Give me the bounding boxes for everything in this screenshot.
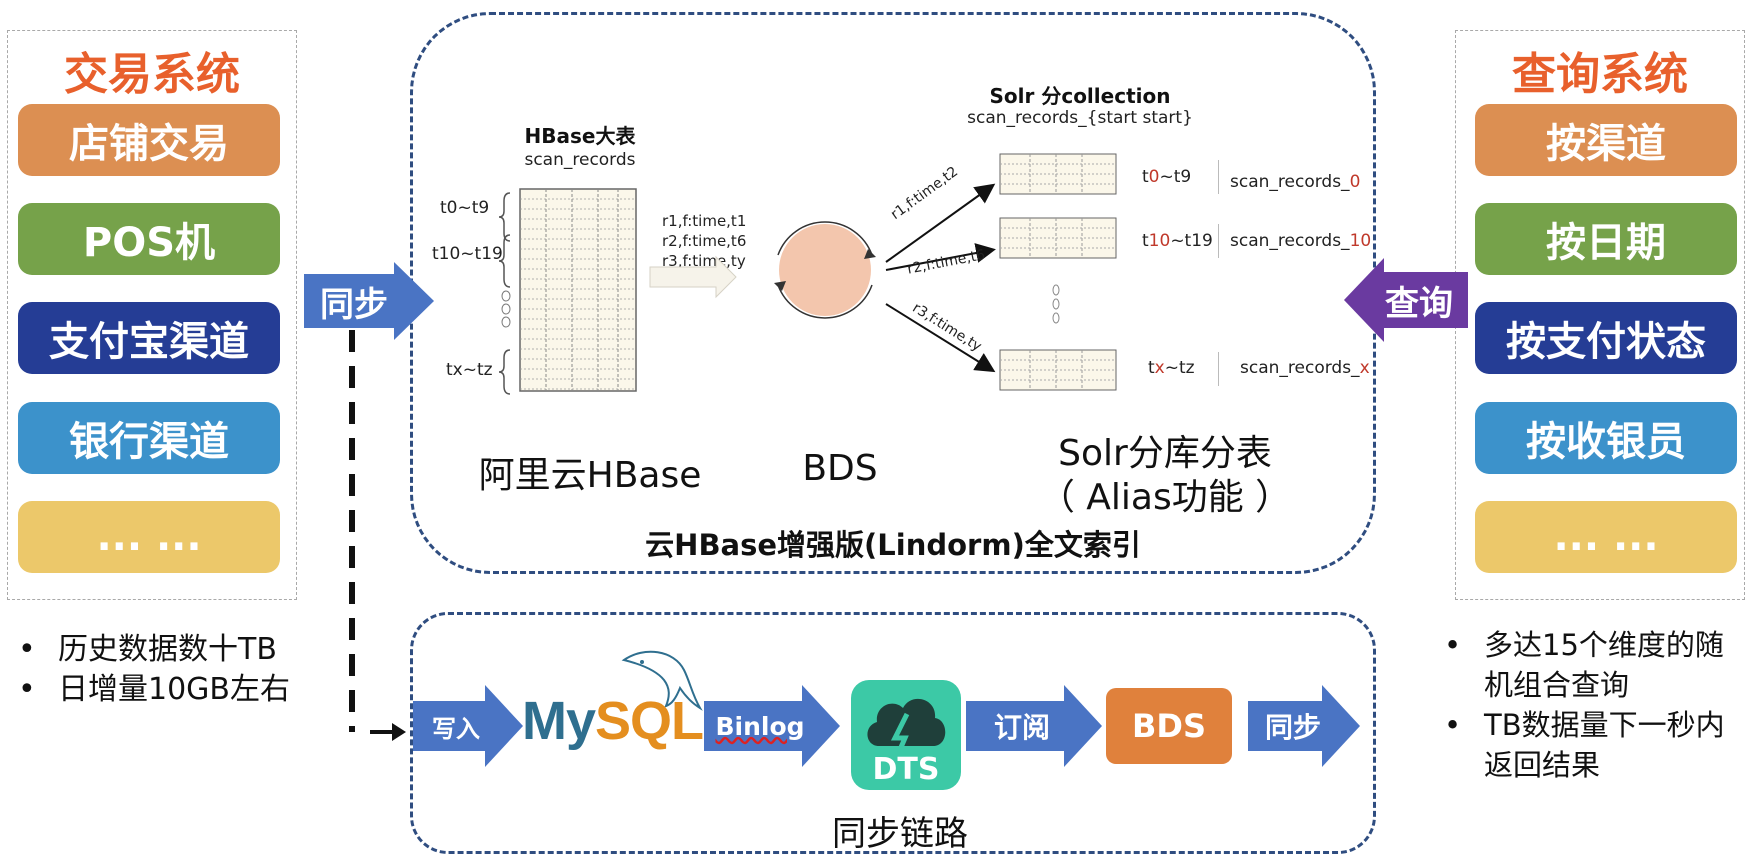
sync-pipeline-region	[410, 612, 1376, 854]
solr-collection-2: scan_records_x	[1240, 358, 1370, 378]
hbase-brace-2	[498, 349, 511, 395]
solr-collections-graphic	[999, 153, 1117, 391]
trade-system-panel	[7, 30, 297, 600]
solr-divider-2	[1218, 352, 1219, 386]
query-item-cashier: 按收银员	[1475, 402, 1737, 474]
sync-arrow-left-label: 同步	[320, 284, 388, 325]
query-note-latency: TB数据量下一秒内返回结果	[1440, 705, 1745, 785]
bds-cycle-bottom	[777, 284, 873, 319]
hbase-to-bds-arrow	[649, 255, 737, 299]
query-arrow: 查询	[1344, 258, 1468, 342]
hbase-record-1: r2,f:time,t6	[662, 232, 747, 250]
dts-label: DTS	[872, 752, 940, 787]
route-arrow-0	[885, 183, 996, 263]
sync-down-connector	[349, 330, 406, 741]
hbase-range-0: t0~t9	[440, 198, 490, 218]
trade-system-title: 交易系统	[64, 49, 240, 100]
pipeline-bds-node: BDS	[1106, 688, 1232, 764]
hbase-range-2: tx~tz	[446, 360, 493, 380]
sync-arrow-bottom-label: 同步	[1264, 711, 1321, 744]
solr-divider-1	[1218, 224, 1219, 258]
hbase-gap-dot-0	[501, 290, 511, 302]
solr-label-line2: （ Alias功能 ）	[1038, 477, 1292, 518]
hbase-brace-0	[498, 192, 511, 242]
solr-gap-dot-1	[1052, 298, 1060, 310]
query-item-status: 按支付状态	[1475, 302, 1737, 374]
trade-note-history: 历史数据数十TB	[14, 630, 314, 670]
write-arrow-label: 写入	[432, 714, 480, 743]
trade-item-pos: POS机	[18, 203, 280, 275]
hbase-label: 阿里云HBase	[478, 455, 702, 496]
solr-range-1: t10~t19	[1142, 231, 1213, 251]
query-item-date: 按日期	[1475, 203, 1737, 275]
mysql-wordmark: MySQL	[522, 691, 704, 751]
solr-gap-dot-2	[1052, 312, 1060, 324]
hbase-gap-dot-1	[501, 303, 511, 315]
query-item-more: ... ...	[1475, 501, 1737, 573]
query-system-title: 查询系统	[1512, 49, 1688, 100]
write-arrow: 写入	[413, 685, 523, 767]
trade-item-alipay: 支付宝渠道	[18, 302, 280, 374]
query-item-channel: 按渠道	[1475, 104, 1737, 176]
solr-range-0: t0~t9	[1142, 167, 1192, 187]
hbase-subtitle: scan_records	[524, 150, 636, 170]
route-arrow-1	[885, 243, 996, 271]
bds-cycle-head-2	[774, 281, 786, 291]
dts-node: DTS	[851, 680, 961, 790]
bds-label: BDS	[802, 448, 878, 489]
bds-node	[779, 224, 871, 316]
query-note-dimensions: 多达15个维度的随机组合查询	[1440, 625, 1745, 705]
bds-circle-graphic	[774, 221, 876, 319]
hbase-table	[519, 188, 637, 392]
hbase-table-graphic	[498, 188, 737, 395]
solr-divider-0	[1218, 160, 1219, 194]
binlog-arrow: Binlog	[704, 685, 840, 767]
solr-label-line1: Solr分库分表	[1058, 433, 1272, 474]
hbase-record-0: r1,f:time,t1	[662, 212, 747, 230]
lindorm-region-label: 云HBase增强版(Lindorm)全文索引	[645, 528, 1141, 562]
solr-gap-dot-0	[1052, 284, 1060, 296]
pipeline-label: 同步链路	[832, 814, 968, 854]
hbase-gap-dot-2	[501, 316, 511, 328]
bds-cycle-head-1	[864, 249, 876, 259]
solr-subtitle: scan_records_{start start}	[967, 108, 1193, 128]
query-arrow-label: 查询	[1385, 283, 1453, 324]
bds-cycle-top	[777, 221, 873, 256]
bds-routing-arrows	[885, 183, 996, 373]
trade-item-bank: 银行渠道	[18, 402, 280, 474]
mysql-logo: MySQL	[522, 650, 704, 760]
solr-title: Solr 分collection	[989, 84, 1171, 108]
solr-range-2: tx~tz	[1148, 358, 1195, 378]
query-notes: 多达15个维度的随机组合查询 TB数据量下一秒内返回结果	[1440, 625, 1745, 785]
route-arrow-2	[885, 303, 996, 373]
hbase-range-1: t10~t19	[432, 244, 503, 264]
trade-item-more: ... ...	[18, 501, 280, 573]
sync-arrow-bottom: 同步	[1248, 685, 1360, 767]
subscribe-arrow-label: 订阅	[993, 711, 1050, 744]
sync-arrow-left: 同步	[304, 262, 434, 340]
sync-down-connector-head	[392, 723, 406, 741]
trade-note-increment: 日增量10GB左右	[14, 670, 314, 710]
dts-cloud-icon	[867, 698, 946, 753]
mysql-dolphin-icon	[621, 650, 703, 711]
hbase-brace-1	[498, 234, 511, 288]
solr-collection-1: scan_records_10	[1230, 231, 1372, 251]
solr-collection-0: scan_records_0	[1230, 172, 1361, 192]
hbase-title: HBase大表	[524, 124, 636, 148]
binlog-arrow-label: Binlog	[715, 711, 805, 741]
subscribe-arrow: 订阅	[966, 685, 1102, 767]
trade-item-shop: 店铺交易	[18, 104, 280, 176]
trade-notes: 历史数据数十TB 日增量10GB左右	[14, 630, 314, 710]
